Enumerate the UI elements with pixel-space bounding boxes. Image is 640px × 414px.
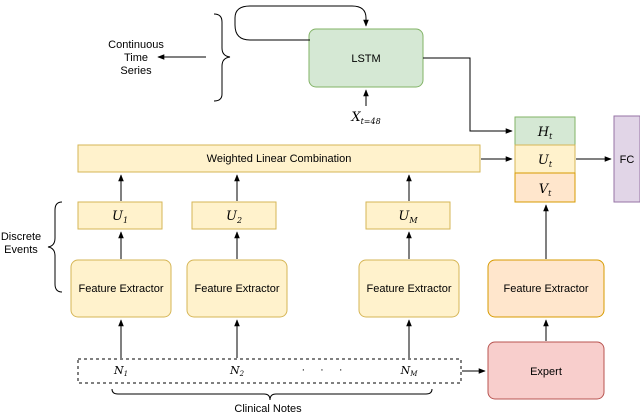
continuous-label-2: Time bbox=[124, 52, 148, 64]
expert-label: Expert bbox=[530, 366, 562, 378]
concat-stack: Ht Ut Vt bbox=[514, 116, 576, 203]
u2-block: U2 bbox=[191, 201, 277, 230]
expert-block: Expert bbox=[487, 341, 605, 400]
weighted-combination-node bbox=[77, 144, 481, 173]
continuous-label-3: Series bbox=[120, 65, 152, 77]
fc-label: FC bbox=[620, 154, 635, 166]
vt-node bbox=[514, 172, 576, 203]
feature-extractor-2-node bbox=[186, 259, 288, 318]
lstm-block: LSTM Xt=48 bbox=[234, 5, 424, 126]
feature-extractor-1-label: Feature Extractor bbox=[79, 283, 164, 295]
u1-node bbox=[77, 201, 163, 230]
lstm-to-ht-edge bbox=[423, 57, 513, 134]
n1-label: N1 bbox=[113, 364, 128, 378]
feature-extractor-m-node bbox=[358, 259, 460, 318]
x-input-label: Xt=48 bbox=[350, 110, 380, 126]
notes-ellipsis: · · · bbox=[301, 364, 348, 376]
continuous-label-1: Continuous bbox=[108, 39, 164, 51]
fc-node bbox=[613, 115, 640, 203]
clinical-notes-block: N1 N2 · · · NM Clinical Notes bbox=[77, 358, 462, 414]
continuous-brace bbox=[213, 13, 231, 102]
feature-extractor-expert-node bbox=[487, 259, 605, 318]
u2-label: U2 bbox=[226, 209, 242, 225]
vt-label: Vt bbox=[539, 182, 552, 198]
ut-label: Ut bbox=[538, 153, 553, 169]
feature-extractor-2-label: Feature Extractor bbox=[195, 283, 280, 295]
um-node bbox=[365, 201, 451, 230]
u1-label: U1 bbox=[112, 209, 128, 225]
expert-node bbox=[487, 341, 605, 400]
um-label: UM bbox=[398, 209, 418, 225]
nm-label: NM bbox=[400, 364, 419, 378]
discrete-brace bbox=[47, 201, 63, 293]
feature-extractor-expert-label: Feature Extractor bbox=[504, 283, 589, 295]
clinical-notes-label: Clinical Notes bbox=[234, 403, 302, 414]
continuous-annotation: Continuous Time Series bbox=[108, 13, 231, 102]
edges bbox=[118, 57, 612, 374]
feature-extractor-2: Feature Extractor bbox=[186, 259, 288, 318]
feature-extractor-1: Feature Extractor bbox=[70, 259, 172, 318]
u1-block: U1 bbox=[77, 201, 163, 230]
clinical-notes-node bbox=[77, 358, 462, 384]
n2-label: N2 bbox=[229, 364, 245, 378]
u2-node bbox=[191, 201, 277, 230]
discrete-label-2: Events bbox=[4, 244, 38, 256]
clinical-notes-brace bbox=[111, 388, 433, 401]
lstm-label: LSTM bbox=[351, 53, 380, 65]
feature-extractor-m-label: Feature Extractor bbox=[367, 283, 452, 295]
feature-extractor-expert: Feature Extractor bbox=[487, 259, 605, 318]
fc-block: FC bbox=[613, 115, 640, 203]
um-block: UM bbox=[365, 201, 451, 230]
lstm-recurrent-edge bbox=[234, 5, 369, 41]
weighted-combination-label: Weighted Linear Combination bbox=[207, 153, 352, 165]
discrete-annotation: Discrete Events bbox=[1, 201, 63, 293]
discrete-label-1: Discrete bbox=[1, 231, 41, 243]
feature-extractor-1-node bbox=[70, 259, 172, 318]
ht-label: Ht bbox=[537, 125, 553, 141]
feature-extractor-m: Feature Extractor bbox=[358, 259, 460, 318]
